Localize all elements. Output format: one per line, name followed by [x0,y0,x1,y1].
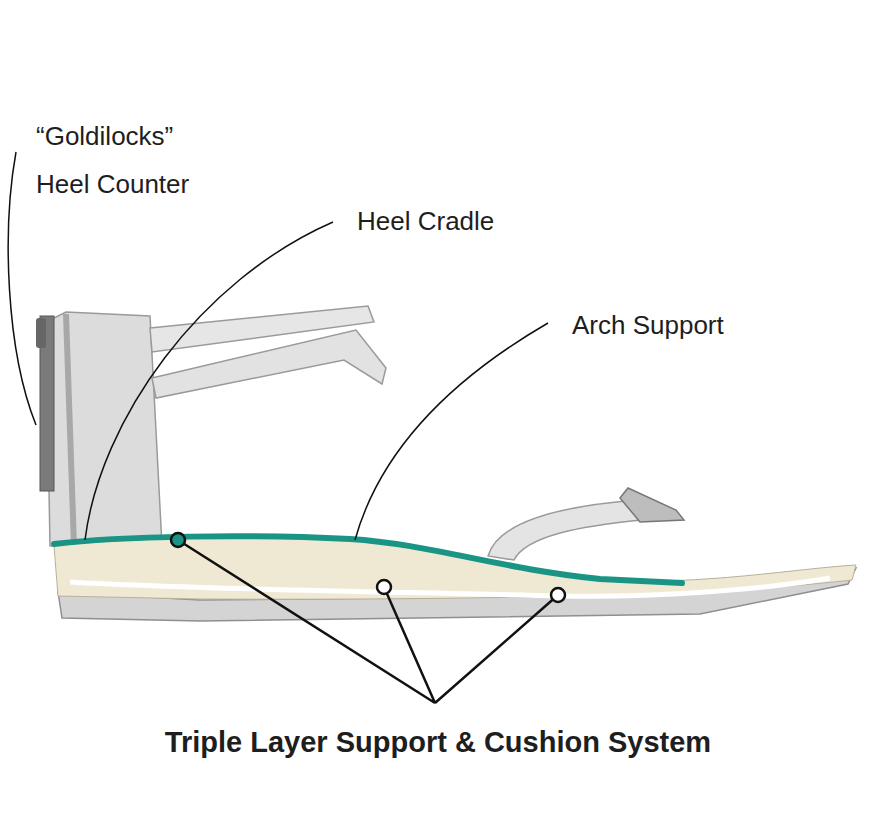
top-layer [54,536,682,583]
leader-line [355,323,548,540]
callout-dot [171,533,185,547]
system-caption: Triple Layer Support & Cushion System [0,722,876,762]
buckle [620,488,684,522]
toe-strap [488,500,642,560]
zipper-pull [36,318,46,348]
leader-line [178,540,558,703]
callout-dot [551,588,565,602]
callout-dot [377,580,391,594]
heel-counter [46,312,162,546]
part-label: Heel Cradle [357,204,557,238]
ankle-strap [152,330,386,398]
leader-line [85,222,333,540]
heel-seam [66,314,74,546]
leader-line [8,152,36,425]
part-label: Arch Support [572,308,792,342]
support-layer [70,578,830,596]
part-label: “Goldilocks” Heel Counter [36,112,212,208]
